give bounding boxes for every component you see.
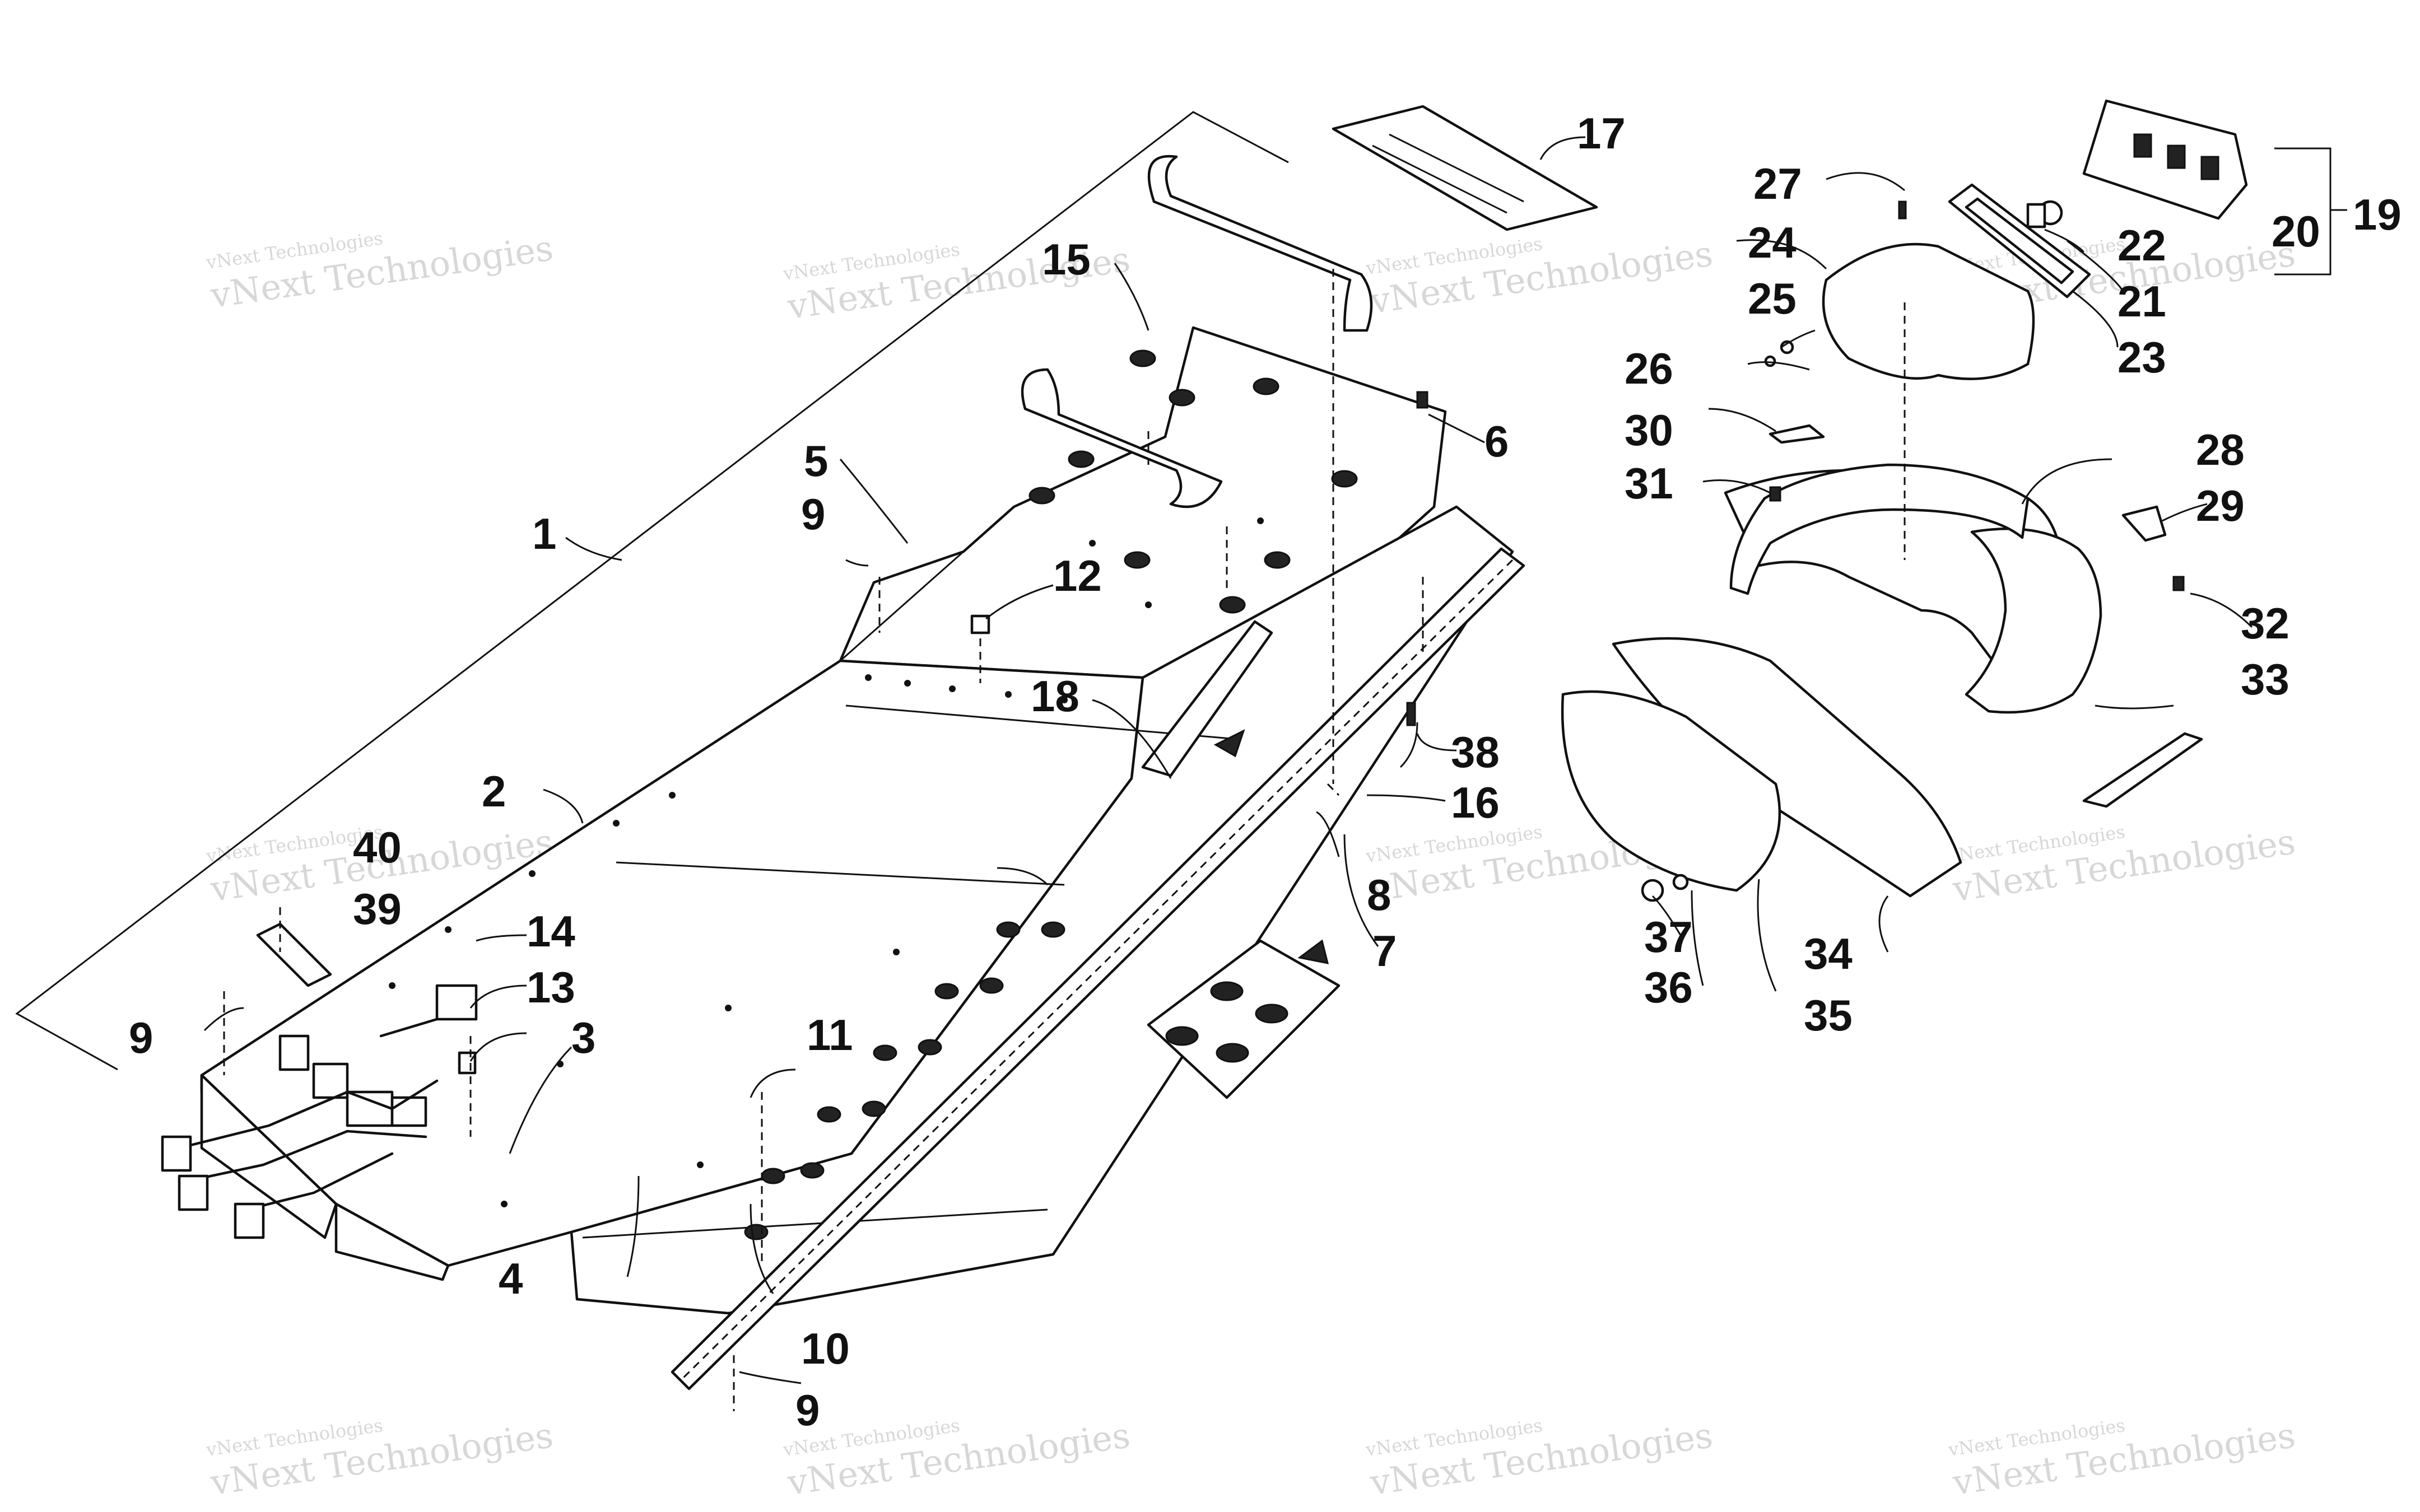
deck-bosses <box>1028 349 1358 614</box>
callout-17: 17 <box>1577 109 1626 158</box>
callout-40: 40 <box>353 823 402 872</box>
callout-12: 12 <box>1053 551 1102 600</box>
callout-36: 36 <box>1644 963 1693 1012</box>
callout-4: 4 <box>499 1254 523 1303</box>
callout-7: 7 <box>1372 926 1397 976</box>
watermark: vNext Technologies vNext Technologies <box>1947 821 2298 909</box>
grab-handle-front <box>1021 368 1223 508</box>
callout-26: 26 <box>1625 344 1673 393</box>
callout-18: 18 <box>1031 671 1079 721</box>
callout-33: 33 <box>2241 655 2289 704</box>
traction-holes <box>744 921 1065 1240</box>
callout-23: 23 <box>2118 333 2166 382</box>
callout-35: 35 <box>1804 991 1853 1040</box>
rivet-holes <box>389 484 1264 1207</box>
foot-plate <box>1147 939 1341 1099</box>
callout-27: 27 <box>1753 159 1802 208</box>
tunnel-body <box>200 326 1514 1315</box>
leader-lines <box>203 136 2253 1384</box>
callout-25: 25 <box>1748 274 1797 323</box>
callout-24: 24 <box>1748 218 1797 267</box>
callout-13: 13 <box>527 963 575 1012</box>
callout-39: 39 <box>353 884 402 934</box>
callout-6: 6 <box>1484 417 1509 466</box>
watermark: vNext Technologies vNext Technologies <box>1364 233 1715 321</box>
callout-30: 30 <box>1625 405 1673 455</box>
callout-16: 16 <box>1451 778 1500 827</box>
watermark: vNext Technologies vNext Technologies <box>1947 1415 2298 1503</box>
callout-37: 37 <box>1644 912 1693 962</box>
callout-8: 8 <box>1367 870 1391 920</box>
callout-19: 19 <box>2353 190 2402 239</box>
callout-3: 3 <box>571 1013 595 1062</box>
callout-5: 5 <box>804 436 828 486</box>
callout-10: 10 <box>801 1324 850 1373</box>
callout-28: 28 <box>2196 425 2245 474</box>
callout-9-rear: 9 <box>129 1013 153 1062</box>
callout-31: 31 <box>1625 459 1673 508</box>
callout-1: 1 <box>532 509 556 558</box>
rail <box>671 547 1525 1390</box>
wiring-harness <box>161 984 478 1239</box>
callouts: 1 2 3 4 5 6 7 8 9 10 11 12 13 14 15 16 1… <box>129 109 2402 1435</box>
callout-2: 2 <box>482 767 506 816</box>
snow-flap <box>1332 105 1598 231</box>
taillight-assembly <box>1948 99 2347 298</box>
watermark: vNext Technologies vNext Technologies <box>1364 1415 1715 1503</box>
grab-handle-rear <box>1147 155 1373 332</box>
callout-9-deck: 9 <box>801 489 825 539</box>
callout-15: 15 <box>1042 235 1091 284</box>
callout-29: 29 <box>2196 481 2245 530</box>
watermark: vNext Technologies vNext Technologies <box>781 1415 1133 1503</box>
rear-hood <box>1729 463 2030 595</box>
callout-9-rail: 9 <box>795 1385 820 1435</box>
callout-22: 22 <box>2118 221 2166 270</box>
small-parts <box>256 200 2203 987</box>
callout-32: 32 <box>2241 599 2289 648</box>
callout-14: 14 <box>527 907 575 956</box>
seat-base <box>1822 242 2035 380</box>
assembly-bracket <box>15 111 1289 1071</box>
callout-34: 34 <box>1804 929 1853 978</box>
watermark: vNext Technologies vNext Technologies <box>204 1415 556 1503</box>
assembly-guides <box>223 269 1906 1411</box>
watermark: vNext Technologies vNext Technologies <box>204 227 556 316</box>
callout-11: 11 <box>807 1010 853 1060</box>
snow-flap-large <box>1561 637 1962 898</box>
callout-20: 20 <box>2272 207 2320 256</box>
callout-21: 21 <box>2118 277 2166 326</box>
callout-38: 38 <box>1451 727 1500 777</box>
